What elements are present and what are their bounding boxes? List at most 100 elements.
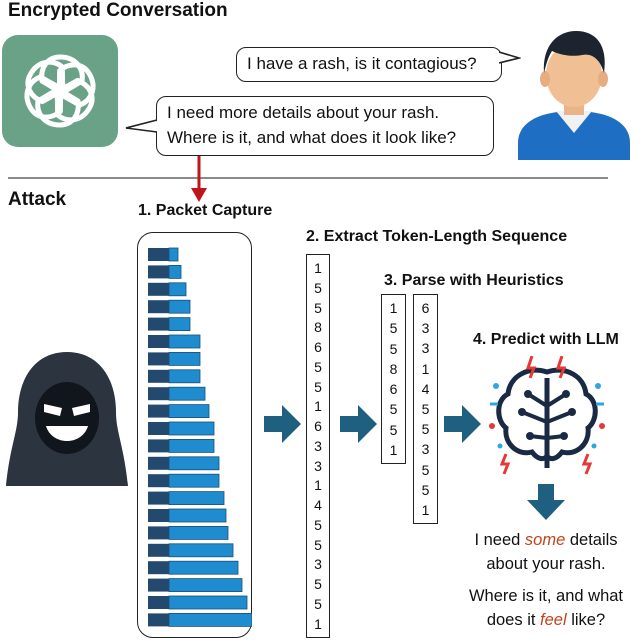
encrypted-conversation-title: Encrypted Conversation xyxy=(8,0,228,21)
step-1-label: 1. Packet Capture xyxy=(138,202,273,219)
packet-bar-header xyxy=(148,352,169,366)
packet-bar xyxy=(168,491,225,506)
step-2-label: 2. Extract Token-Length Sequence xyxy=(306,228,568,245)
sequence-number: 3 xyxy=(421,340,430,357)
packet-bars xyxy=(148,247,252,627)
sequence-number: 5 xyxy=(421,481,430,498)
packet-bar-header xyxy=(148,387,169,401)
sequence-number: 5 xyxy=(314,378,322,395)
packet-bar xyxy=(168,369,201,384)
sequence-number: 6 xyxy=(314,339,322,356)
sequence-number: 5 xyxy=(314,576,322,593)
sequence-number: 3 xyxy=(314,556,322,573)
arrow-right-3 xyxy=(444,405,481,443)
packet-capture-box xyxy=(137,232,252,638)
step-4-label: 4. Predict with LLM xyxy=(473,331,619,348)
packet-bar xyxy=(168,560,239,575)
packet-bar-header xyxy=(148,369,169,383)
packet-bar xyxy=(168,578,243,593)
user-avatar-icon xyxy=(512,25,636,160)
packet-bar-header xyxy=(148,456,169,470)
sequence-number: 5 xyxy=(314,596,322,613)
user-message-bubble: I have a rash, is it contagious? xyxy=(236,47,502,82)
step-3-label: 3. Parse with Heuristics xyxy=(384,272,564,289)
sequence-number: 5 xyxy=(314,358,322,375)
hacker-icon xyxy=(4,346,130,486)
packet-bar-header xyxy=(148,282,169,296)
sequence-number: 5 xyxy=(389,340,398,357)
sequence-number: 5 xyxy=(389,320,398,337)
packet-bar xyxy=(168,386,206,401)
section-divider xyxy=(8,177,608,179)
sequence-number: 1 xyxy=(314,615,322,632)
packet-bar xyxy=(168,456,220,471)
prediction-text: I need some details about your rash. Whe… xyxy=(452,528,640,632)
prediction-line2: about your rash. xyxy=(486,555,606,573)
sequence-number: 1 xyxy=(314,260,322,276)
sequence-number: 5 xyxy=(314,299,322,316)
packet-bar-header xyxy=(148,509,169,522)
packet-bar xyxy=(168,404,210,419)
packet-bar xyxy=(168,299,191,314)
openai-logo-icon xyxy=(2,35,118,147)
prediction-line1: I need some details xyxy=(474,531,618,549)
assistant-bubble-tail xyxy=(125,119,158,133)
packet-bar xyxy=(168,473,220,488)
sequence-number: 8 xyxy=(389,360,398,377)
arrow-right-2 xyxy=(340,405,377,443)
capture-arrow xyxy=(191,156,207,202)
packet-bar-header xyxy=(148,439,169,453)
packet-bar-header xyxy=(148,596,169,609)
packet-bar xyxy=(168,282,187,297)
sequence-number: 3 xyxy=(421,441,430,458)
packet-bar xyxy=(168,265,182,279)
sequence-number: 5 xyxy=(421,461,430,478)
attack-title: Attack xyxy=(8,189,67,210)
sequence-number: 5 xyxy=(389,421,398,438)
sequence-number: 4 xyxy=(314,497,322,514)
packet-bar xyxy=(168,438,215,453)
user-bubble-tail xyxy=(499,51,521,64)
packet-bar-header xyxy=(148,317,169,331)
assistant-message-line1: I need more details about your rash. xyxy=(167,103,440,122)
sequence-number: 5 xyxy=(314,536,322,553)
sequence-number: 8 xyxy=(314,319,322,336)
packet-bar-header xyxy=(148,335,169,348)
packet-bar xyxy=(168,508,227,523)
assistant-message-bubble: I need more details about your rash. Whe… xyxy=(156,96,494,156)
packet-bar xyxy=(168,317,191,331)
packet-bar-header xyxy=(148,526,169,540)
highlight-some: some xyxy=(524,531,566,549)
sequence-number: 6 xyxy=(314,418,322,435)
packet-bar-header xyxy=(148,578,169,592)
sequence-number: 3 xyxy=(314,457,322,474)
packet-bar-header xyxy=(148,543,169,557)
sequence-number: 1 xyxy=(421,501,430,518)
sequence-number: 5 xyxy=(421,421,430,438)
prediction-line4: does it feel like? xyxy=(486,611,606,629)
packet-bar-header xyxy=(148,300,169,314)
packet-bar xyxy=(168,421,215,436)
sequence-number: 1 xyxy=(421,360,430,377)
packet-bar-header xyxy=(148,561,169,575)
packet-bar xyxy=(168,595,248,610)
sequence-number: 3 xyxy=(314,437,322,454)
packet-bar-header xyxy=(148,404,169,418)
sequence-number: 5 xyxy=(314,516,322,533)
highlight-feel: feel xyxy=(540,611,567,629)
packet-bar-header xyxy=(148,265,169,279)
sequence-number: 5 xyxy=(421,400,430,417)
arrow-right-1 xyxy=(264,405,301,443)
packet-bar xyxy=(168,352,201,366)
packet-bar xyxy=(168,525,229,540)
sequence-number: 6 xyxy=(389,381,398,398)
sequence-number: 1 xyxy=(314,477,322,494)
packet-bar-header xyxy=(148,248,169,261)
packet-bar xyxy=(168,334,201,349)
packet-bar-header xyxy=(148,491,169,505)
sequence-number: 5 xyxy=(389,401,398,418)
prediction-line3: Where is it, and what xyxy=(468,587,624,605)
user-message-text: I have a rash, is it contagious? xyxy=(247,54,477,73)
sequence-number: 1 xyxy=(389,300,398,316)
